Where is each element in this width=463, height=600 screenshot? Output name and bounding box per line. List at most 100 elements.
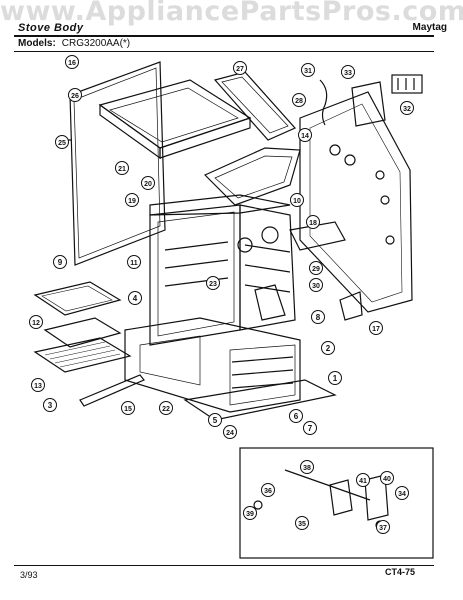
callout-20: 20 xyxy=(141,176,155,190)
callout-bubble xyxy=(376,520,390,534)
callout-number: 22 xyxy=(162,406,170,413)
callout-34: 34 xyxy=(395,486,409,500)
callout-36: 36 xyxy=(261,483,275,497)
callout-number: 15 xyxy=(124,406,132,413)
part-side-bracket xyxy=(254,284,286,321)
callout-number: 14 xyxy=(301,133,309,140)
callout-12: 12 xyxy=(29,315,43,329)
callout-8: 8 xyxy=(311,310,325,324)
callout-number: 3 xyxy=(48,401,53,410)
callout-number: 27 xyxy=(236,66,244,73)
callout-number: 30 xyxy=(312,283,320,290)
callout-number: 33 xyxy=(344,70,352,77)
callout-bubble xyxy=(43,398,57,412)
callout-bubble xyxy=(243,506,257,520)
callout-bubble xyxy=(356,473,370,487)
callout-number: 34 xyxy=(398,491,406,498)
callout-number: 17 xyxy=(372,326,380,333)
callout-35: 35 xyxy=(295,516,309,530)
callout-38: 38 xyxy=(300,460,314,474)
revision-date: 3/93 xyxy=(20,570,38,580)
callout-7: 7 xyxy=(303,421,317,435)
callout-number: 31 xyxy=(304,68,312,75)
callout-number: 38 xyxy=(303,465,311,472)
callout-number: 28 xyxy=(295,98,303,105)
part-vent-trim xyxy=(213,71,296,141)
callout-number: 8 xyxy=(316,313,321,322)
callout-number: 2 xyxy=(326,344,331,353)
callout-bubble xyxy=(341,65,355,79)
callout-number: 4 xyxy=(133,294,138,303)
callout-number: 6 xyxy=(294,412,299,421)
callout-bubble xyxy=(206,276,220,290)
callout-number: 18 xyxy=(309,220,317,227)
part-back-panel xyxy=(299,91,413,313)
part-top-frame xyxy=(98,79,252,160)
callout-bubble xyxy=(29,315,43,329)
callout-number: 19 xyxy=(128,198,136,205)
callout-number: 9 xyxy=(58,258,63,267)
callout-30: 30 xyxy=(309,278,323,292)
callout-number: 23 xyxy=(209,281,217,288)
callout-32: 32 xyxy=(400,101,414,115)
watermark: www.AppliancePartsPros.com xyxy=(0,0,463,27)
callout-bubble xyxy=(159,401,173,415)
callout-14: 14 xyxy=(298,128,312,142)
callout-bubble xyxy=(309,278,323,292)
part-oven-rack xyxy=(33,337,132,373)
callout-2: 2 xyxy=(321,341,335,355)
callout-bubble xyxy=(295,516,309,530)
callout-22: 22 xyxy=(159,401,173,415)
part-bracket xyxy=(339,291,363,321)
callout-bubble xyxy=(121,401,135,415)
callout-number: 32 xyxy=(403,106,411,113)
callout-39: 39 xyxy=(243,506,257,520)
callout-bubble xyxy=(301,63,315,77)
inset-detail-box xyxy=(239,447,434,559)
part-wire-harness xyxy=(319,79,328,126)
callout-bubble xyxy=(311,310,325,324)
part-broiler-pan xyxy=(33,281,122,316)
model-number: CRG3200AA(*) xyxy=(61,38,131,49)
callout-bubble xyxy=(115,161,129,175)
part-terminal-block xyxy=(391,74,423,94)
callout-number: 20 xyxy=(144,181,152,188)
callout-27: 27 xyxy=(233,61,247,75)
section-title: Stove Body xyxy=(18,22,84,34)
header-rule-top xyxy=(14,35,434,37)
callout-number: 29 xyxy=(312,266,320,273)
callout-bubble xyxy=(68,88,82,102)
callout-21: 21 xyxy=(115,161,129,175)
callout-3: 3 xyxy=(43,398,57,412)
callout-bubble xyxy=(53,255,67,269)
callout-25: 25 xyxy=(55,135,69,149)
callout-bubble xyxy=(303,421,317,435)
header-rule-bottom xyxy=(14,51,434,52)
callout-bubble xyxy=(233,61,247,75)
callout-6: 6 xyxy=(289,409,303,423)
models-line: Models:CRG3200AA(*) xyxy=(18,38,130,49)
callout-bubble xyxy=(261,483,275,497)
callout-19: 19 xyxy=(125,193,139,207)
callout-number: 37 xyxy=(379,525,387,532)
callout-bubble xyxy=(321,341,335,355)
callout-bubble xyxy=(300,460,314,474)
callout-4: 4 xyxy=(128,291,142,305)
callout-bubble xyxy=(309,261,323,275)
callout-bubble xyxy=(306,215,320,229)
callout-bubble xyxy=(380,471,394,485)
callout-number: 40 xyxy=(383,476,391,483)
part-burner-assembly xyxy=(237,221,346,253)
callout-bubble xyxy=(292,93,306,107)
callout-bubble xyxy=(289,409,303,423)
callout-31: 31 xyxy=(301,63,315,77)
callout-40: 40 xyxy=(380,471,394,485)
callout-16: 16 xyxy=(65,55,79,69)
callout-number: 13 xyxy=(34,383,42,390)
callout-bubble xyxy=(400,101,414,115)
callout-33: 33 xyxy=(341,65,355,79)
callout-5: 5 xyxy=(208,413,222,427)
callout-9: 9 xyxy=(53,255,67,269)
